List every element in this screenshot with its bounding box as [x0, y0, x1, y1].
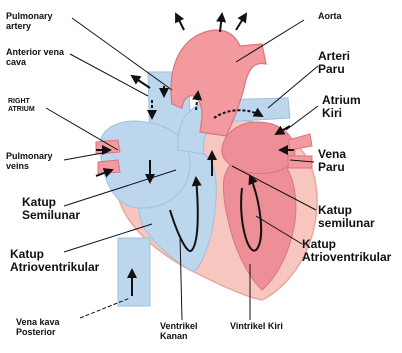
label-ventrikel-kiri: Vintrikel Kiri	[230, 322, 284, 332]
label-katup-semilunar-left: Katup Semilunar	[22, 196, 86, 222]
label-pulmonary-veins: Pulmonary veins	[6, 152, 66, 172]
label-aorta: Aorta	[318, 12, 342, 22]
label-right-atrium: RIGHT ATRIUM	[8, 98, 48, 113]
label-atrium-kiri: Atrium Kiri	[322, 94, 376, 120]
label-vena-kava-posterior: Vena kava Posterior	[16, 318, 82, 338]
label-katup-atrioventrikular-left: Katup Atrioventrikular	[10, 248, 120, 274]
posterior-vena-cava	[118, 238, 150, 306]
label-katup-atrioventrikular-right: Katup Atrioventrikular	[302, 238, 400, 264]
label-pulmonary-artery: Pulmonary artery	[6, 12, 72, 32]
label-arteri-paru: Arteri Paru	[318, 50, 368, 76]
label-katup-semilunar-right: Katup semilunar	[318, 204, 388, 230]
label-ventrikel-kanan: Ventrikel Kanan	[160, 322, 218, 342]
label-anterior-vena-cava: Anterior vena cava	[6, 48, 72, 68]
label-vena-paru: Vena Paru	[318, 148, 366, 174]
